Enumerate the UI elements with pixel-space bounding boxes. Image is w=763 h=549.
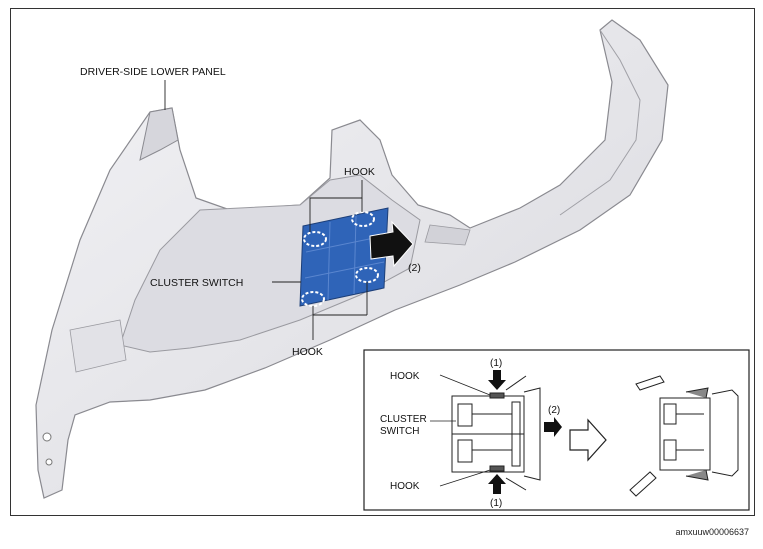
hook-label-bottom: HOOK bbox=[292, 346, 323, 358]
press-arrow-bottom bbox=[488, 474, 506, 494]
hook-label-top: HOOK bbox=[344, 166, 375, 178]
inset-pull-arrow bbox=[544, 417, 562, 437]
inset-step-2: (2) bbox=[548, 405, 560, 416]
transition-arrow bbox=[569, 418, 607, 462]
inset-switch-after bbox=[629, 375, 739, 497]
inset-cluster-line1: CLUSTER bbox=[380, 414, 427, 425]
hook-marker bbox=[355, 267, 379, 283]
hook-marker bbox=[301, 291, 325, 307]
inset-hook-top: HOOK bbox=[390, 371, 420, 382]
leader-lines bbox=[164, 80, 368, 340]
inset-detail: (1) (1) (2) HOOK HOOK CLUSTER bbox=[363, 349, 750, 511]
panel-label: DRIVER-SIDE LOWER PANEL bbox=[80, 66, 226, 78]
press-arrow-top bbox=[488, 370, 506, 390]
inset-switch-before bbox=[451, 375, 541, 491]
removal-arrow bbox=[369, 220, 414, 268]
inset-step-1-top: (1) bbox=[490, 358, 502, 369]
step-2-label: (2) bbox=[408, 262, 421, 274]
hook-marker bbox=[351, 211, 375, 227]
document-id: amxuuw00006637 bbox=[675, 527, 749, 537]
inset-hook-bottom: HOOK bbox=[390, 481, 420, 492]
inset-cluster-line2: SWITCH bbox=[380, 426, 419, 437]
hook-marker bbox=[303, 231, 327, 247]
cluster-switch-label: CLUSTER SWITCH bbox=[150, 277, 243, 289]
inset-step-1-bottom: (1) bbox=[490, 498, 502, 509]
